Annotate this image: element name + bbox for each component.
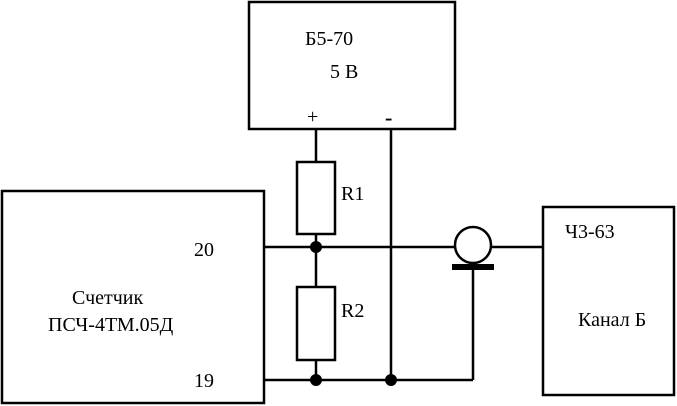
plus-terminal-label: + (307, 106, 318, 128)
meter-name: Счетчик (72, 287, 144, 309)
meter-pin-19: 19 (194, 370, 214, 392)
frequency-meter-model: Ч3-63 (565, 221, 615, 243)
frequency-meter-channel: Канал Б (578, 309, 646, 331)
power-supply-box (247, 0, 457, 131)
meter-pin-20: 20 (194, 239, 214, 261)
coax-connector-icon (453, 225, 493, 265)
minus-terminal-label: - (385, 105, 392, 130)
resistor-r2-label: R2 (341, 300, 364, 322)
junction-dot-minus-common (385, 374, 397, 386)
junction-dot-r2-common (310, 374, 322, 386)
meter-box (0, 189, 266, 405)
resistor-r1-label: R1 (341, 183, 364, 205)
power-supply-model: Б5-70 (305, 28, 353, 50)
frequency-meter-box (541, 205, 676, 397)
junction-dot-r1-r2 (310, 241, 322, 253)
meter-model: ПСЧ-4ТМ.05Д (48, 314, 174, 336)
power-supply-voltage: 5 В (330, 61, 358, 83)
resistor-r1 (295, 160, 337, 236)
resistor-r2 (295, 285, 337, 362)
